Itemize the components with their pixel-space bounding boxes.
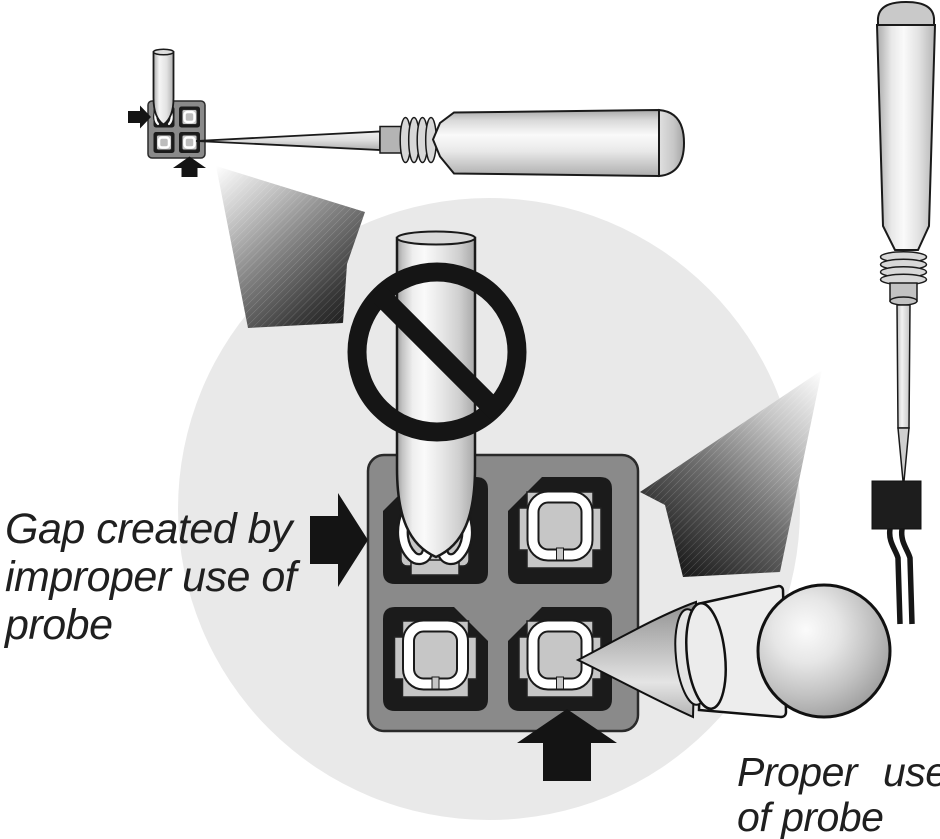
proper-probe-collar <box>685 602 727 710</box>
probe-handle-cap <box>658 108 686 178</box>
test-probe-horizontal <box>195 108 686 178</box>
gap-arrow-right-small <box>128 105 151 129</box>
label-improper-line2: improper use of <box>5 553 297 601</box>
probe-connector-box <box>871 480 922 530</box>
test-probe-vertical <box>871 0 937 625</box>
improper-probe-tube-small <box>152 48 175 126</box>
spread-contact-right <box>437 506 474 566</box>
callout-wedge-right <box>640 370 822 577</box>
probe-handle <box>875 24 937 251</box>
probe-shaft <box>896 304 911 429</box>
label-proper-use: Proper use of probe <box>737 750 940 839</box>
probe-ferrule-rim <box>889 296 918 306</box>
probe-threads <box>879 251 928 286</box>
terminal-bottom-left <box>393 619 478 698</box>
label-improper-line1: Gap created by <box>5 505 293 553</box>
probe-wires <box>886 528 915 625</box>
small-scene <box>128 48 686 178</box>
magnified-scene <box>310 230 892 781</box>
label-improper-line3: probe <box>5 601 113 649</box>
probe-handle-cap <box>876 0 936 26</box>
probe-ferrule <box>379 125 402 154</box>
spread-contact-left <box>396 506 433 566</box>
gap-arrow-up-small <box>173 156 206 177</box>
gap-arrow-right <box>310 493 368 587</box>
probe-threads <box>399 116 438 164</box>
label-proper-line2: of probe <box>737 794 884 839</box>
label-improper-use: Gap created by improper use of probe <box>5 505 297 649</box>
probe-handle <box>431 108 660 178</box>
terminal-top-right <box>518 490 602 569</box>
proper-probe <box>575 583 892 719</box>
gap-arrow-up <box>517 709 617 781</box>
callout-wedge-left <box>216 166 365 328</box>
label-proper-line1: Proper use <box>737 749 940 795</box>
contact-ring-small <box>156 109 198 151</box>
proper-probe-ball <box>756 583 892 719</box>
prohibition-icon <box>347 262 527 442</box>
